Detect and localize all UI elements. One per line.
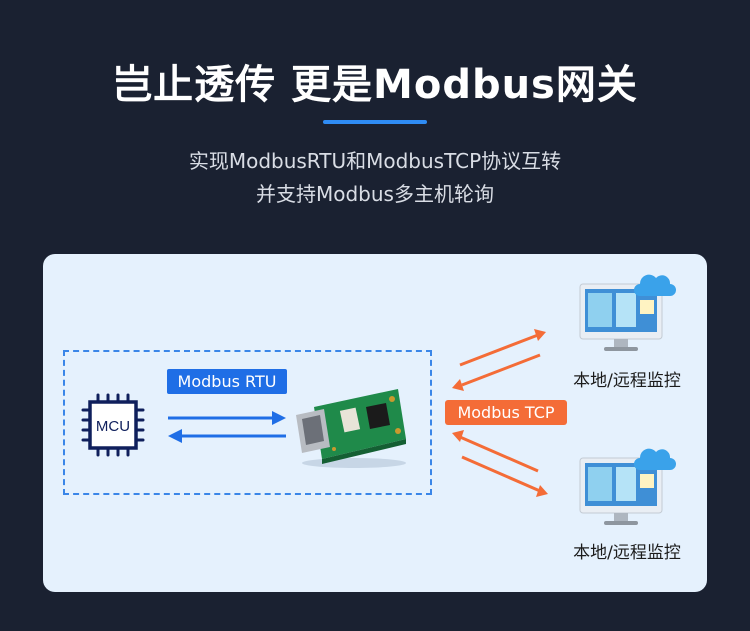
rtu-arrows: [168, 411, 286, 443]
device-boundary: [63, 350, 432, 495]
monitor-icon: [579, 274, 676, 351]
modbus-rtu-label: Modbus RTU: [167, 369, 287, 394]
subtitle-line-2: 并支持Modbus多主机轮询: [256, 182, 494, 206]
ethernet-module-icon: [296, 389, 406, 468]
remote-monitor-label-bottom: 本地/远程监控: [573, 543, 681, 563]
title-underline: [323, 120, 427, 124]
modbus-tcp-label: Modbus TCP: [445, 400, 567, 425]
cloud-icon: [634, 274, 676, 296]
cloud-icon: [634, 448, 676, 470]
mcu-label: MCU: [96, 418, 130, 435]
page-title: 岂止透传 更是Modbus网关: [112, 62, 638, 108]
remote-monitor-label-top: 本地/远程监控: [573, 371, 681, 391]
tcp-arrows: [452, 329, 548, 497]
cpu-chip-icon: MCU: [81, 393, 145, 457]
subtitle-line-1: 实现ModbusRTU和ModbusTCP协议互转: [188, 149, 562, 173]
monitor-icon: [579, 448, 676, 525]
